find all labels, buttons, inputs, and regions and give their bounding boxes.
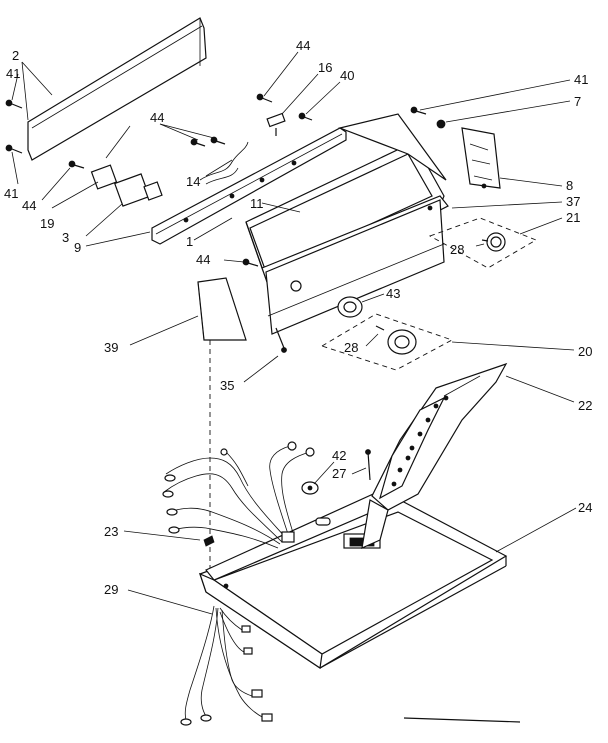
knob-group-20 xyxy=(320,313,454,371)
callout-28: 28 xyxy=(450,242,464,257)
switch-19 xyxy=(90,164,118,190)
callout-44: 44 xyxy=(150,110,164,125)
screw-44-left xyxy=(68,160,85,169)
clip-7 xyxy=(436,119,446,129)
callout-28: 28 xyxy=(344,340,358,355)
callout-23: 23 xyxy=(104,524,118,539)
knob-28-upper xyxy=(481,232,506,252)
callout-44: 44 xyxy=(296,38,310,53)
callout-41: 41 xyxy=(4,186,18,201)
screw-40 xyxy=(298,112,313,121)
screw-44-lower xyxy=(242,258,259,267)
callout-1: 1 xyxy=(186,234,193,249)
screw-35 xyxy=(275,327,287,353)
leader-lines xyxy=(11,51,577,615)
callout-44: 44 xyxy=(22,198,36,213)
callout-43: 43 xyxy=(386,286,400,301)
callout-27: 27 xyxy=(332,466,346,481)
callout-41: 41 xyxy=(6,66,20,81)
callout-7: 7 xyxy=(574,94,581,109)
callout-24: 24 xyxy=(578,500,592,515)
callout-22: 22 xyxy=(578,398,592,413)
callout-40: 40 xyxy=(340,68,354,83)
lint-duct-22 xyxy=(361,362,508,550)
callout-21: 21 xyxy=(566,210,580,225)
callout-2: 2 xyxy=(12,48,19,63)
knob-28-lower xyxy=(375,325,417,355)
callout-29: 29 xyxy=(104,582,118,597)
part-16 xyxy=(266,112,286,136)
callout-39: 39 xyxy=(104,340,118,355)
part-42 xyxy=(301,481,319,495)
top-panel-24 xyxy=(199,489,508,670)
callout-44: 44 xyxy=(196,252,210,267)
wire-harness-lower xyxy=(180,605,273,726)
knob-group-21 xyxy=(428,217,538,269)
screw-44-top-a xyxy=(190,138,206,147)
callout-37: 37 xyxy=(566,194,580,209)
callout-14: 14 xyxy=(186,174,200,189)
callout-16: 16 xyxy=(318,60,332,75)
callout-9: 9 xyxy=(74,240,81,255)
screw-44-top-right xyxy=(256,93,273,103)
console-backsplash xyxy=(245,113,449,335)
end-cap-8 xyxy=(461,127,501,189)
screw-41-right xyxy=(410,106,427,115)
screw-41-lower-left xyxy=(5,144,23,154)
callout-labels: 2 41 41 44 16 40 41 7 44 14 44 19 11 8 3… xyxy=(4,38,592,597)
callout-19: 19 xyxy=(40,216,54,231)
callout-20: 20 xyxy=(578,344,592,359)
end-cap-39 xyxy=(197,277,247,341)
wire-14 xyxy=(199,141,249,181)
rear-trim-strip xyxy=(27,17,207,161)
ring-43 xyxy=(337,296,363,318)
screw-44-top-b xyxy=(210,136,226,145)
callout-41: 41 xyxy=(574,72,588,87)
callout-35: 35 xyxy=(220,378,234,393)
bottom-rule xyxy=(403,717,521,723)
switch-3 xyxy=(113,173,163,207)
callout-8: 8 xyxy=(566,178,573,193)
callout-11: 11 xyxy=(250,196,264,211)
screw-41-upper-left xyxy=(5,99,23,109)
screw-27 xyxy=(365,449,371,481)
callout-3: 3 xyxy=(62,230,69,245)
callout-42: 42 xyxy=(332,448,346,463)
wire-harness-upper xyxy=(162,441,315,549)
clip-23 xyxy=(203,535,215,547)
